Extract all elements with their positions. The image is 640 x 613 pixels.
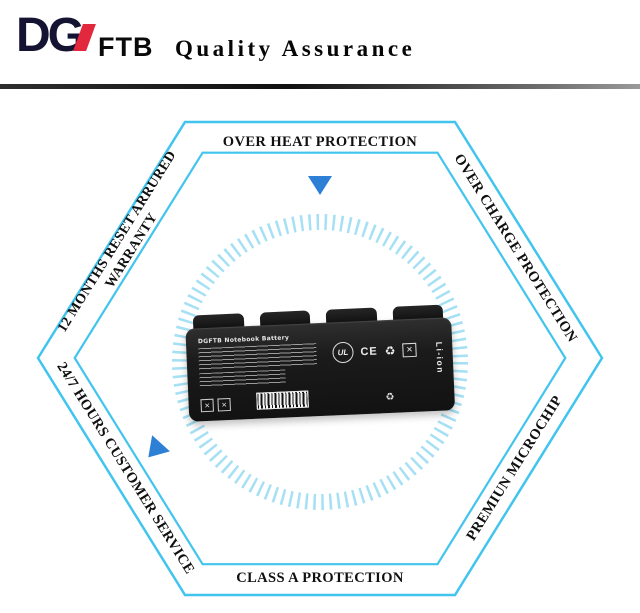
label-class-a-protection: CLASS A PROTECTION — [236, 570, 404, 586]
battery-recycle-row: ♻ — [385, 392, 394, 403]
ul-mark-icon: UL — [332, 341, 354, 364]
tagline: Quality Assurance — [175, 36, 416, 61]
battery-spec-text-lines — [198, 343, 318, 371]
battery-warning-icons: ✕ ✕ — [200, 397, 231, 413]
recycle-icon: ♻ — [385, 391, 395, 404]
battery-barcode — [256, 390, 309, 410]
battery-label-title: Notebook Battery — [224, 334, 290, 345]
li-ion-text: Li-ion — [434, 341, 446, 375]
logo-dg-text: DG — [16, 9, 85, 62]
battery-certification-marks: UL CE ♻ ✕ — [332, 339, 417, 364]
hexagon-outer — [36, 120, 604, 597]
warning-icon: ✕ — [217, 397, 231, 412]
warning-icon: ✕ — [200, 398, 214, 413]
battery-spec-text-lines — [199, 369, 286, 388]
battery-brand: DGFTB — [197, 337, 223, 346]
brand-logo: DG FTB — [16, 6, 166, 76]
battery-product-image: DGFTB Notebook Battery ✕ ✕ UL CE ♻ ✕ — [185, 304, 456, 423]
crossed-bin-icon: ✕ — [402, 342, 417, 357]
ce-mark: CE — [360, 344, 378, 358]
arrow-down-left-icon — [148, 435, 170, 458]
header: DG FTB Quality Assurance — [0, 0, 640, 84]
recycle-icon: ♻ — [384, 343, 396, 358]
hexagon-inner — [73, 151, 567, 566]
arrow-down-icon — [308, 176, 332, 195]
battery-body: DGFTB Notebook Battery ✕ ✕ UL CE ♻ ✕ — [185, 317, 456, 422]
label-over-heat-protection: OVER HEAT PROTECTION — [222, 134, 418, 150]
battery-label: DGFTB Notebook Battery — [198, 333, 330, 388]
header-divider — [0, 84, 640, 89]
logo-ftb-text: FTB — [98, 32, 154, 62]
tick-ring — [172, 214, 468, 510]
